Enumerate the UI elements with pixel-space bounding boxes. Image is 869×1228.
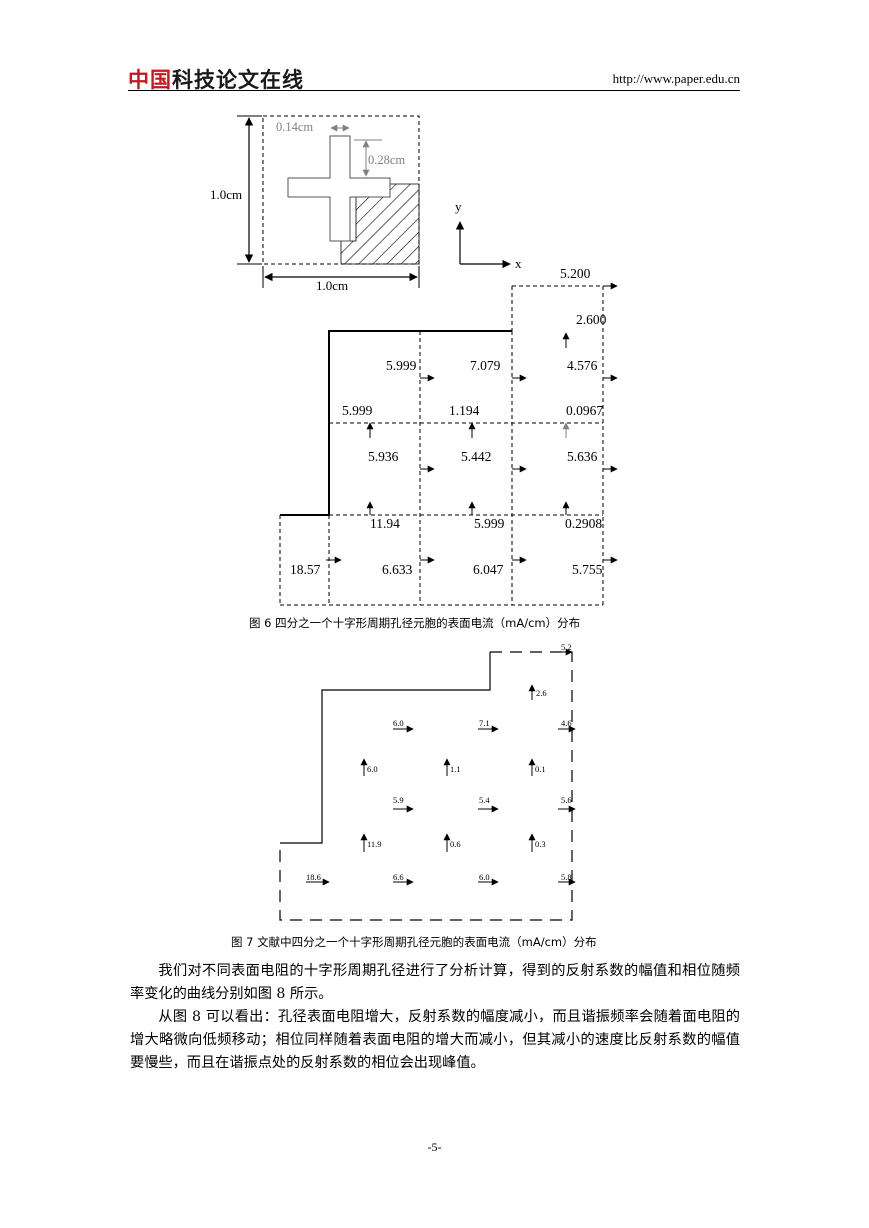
svg-text:0.0967: 0.0967	[566, 403, 603, 418]
svg-text:18.57: 18.57	[290, 562, 321, 577]
svg-text:4.6: 4.6	[561, 718, 572, 728]
body-text: 我们对不同表面电阻的十字形周期孔径进行了分析计算，得到的反射系数的幅值和相位随频…	[130, 960, 740, 1075]
svg-text:5.636: 5.636	[567, 449, 598, 464]
svg-text:5.4: 5.4	[479, 795, 490, 805]
svg-text:6.047: 6.047	[473, 562, 504, 577]
svg-text:11.94: 11.94	[370, 516, 400, 531]
journal-logo: 中国科技论文在线	[128, 68, 304, 92]
svg-text:6.633: 6.633	[382, 562, 413, 577]
svg-text:2.6: 2.6	[536, 688, 547, 698]
svg-text:5.999: 5.999	[474, 516, 505, 531]
unit-cell-diagram: 0.14cm 0.28cm 1.0cm 1.0cm y x	[210, 115, 522, 293]
svg-text:1.0cm: 1.0cm	[316, 278, 348, 293]
svg-text:0.6: 0.6	[450, 839, 461, 849]
figure-area: 0.14cm 0.28cm 1.0cm 1.0cm y x	[210, 115, 618, 921]
header-url: http://www.paper.edu.cn	[612, 71, 740, 86]
svg-text:7.079: 7.079	[470, 358, 501, 373]
svg-text:5.999: 5.999	[342, 403, 373, 418]
svg-text:6.0: 6.0	[479, 872, 490, 882]
page-header: 中国科技论文在线 http://www.paper.edu.cn	[128, 62, 740, 92]
svg-text:6.6: 6.6	[393, 872, 404, 882]
svg-text:1.194: 1.194	[449, 403, 480, 418]
svg-text:7.1: 7.1	[479, 718, 490, 728]
svg-text:1.1: 1.1	[450, 764, 461, 774]
svg-text:4.576: 4.576	[567, 358, 598, 373]
svg-text:5.2: 5.2	[561, 642, 572, 652]
svg-text:5.936: 5.936	[368, 449, 399, 464]
svg-text:5.9: 5.9	[393, 795, 404, 805]
svg-text:18.6: 18.6	[306, 872, 321, 882]
svg-text:0.1: 0.1	[535, 764, 546, 774]
svg-text:0.14cm: 0.14cm	[276, 120, 313, 134]
paragraph-1: 我们对不同表面电阻的十字形周期孔径进行了分析计算，得到的反射系数的幅值和相位随频…	[130, 963, 740, 1002]
svg-text:11.9: 11.9	[367, 839, 382, 849]
svg-text:5.755: 5.755	[572, 562, 603, 577]
figure-6-current-distribution: 5.200 2.600 5.999 7.079 4.576 5.999 1.19…	[279, 266, 618, 606]
figure-7-reference-distribution: 5.2 2.6 6.0 7.1 4.6 6.0 1.1 0.1 5.9 5.4 …	[279, 642, 576, 921]
svg-text:5.999: 5.999	[386, 358, 417, 373]
svg-text:0.28cm: 0.28cm	[368, 153, 405, 167]
svg-text:5.442: 5.442	[461, 449, 491, 464]
figure-7-caption: 图 7 文献中四分之一个十字形周期孔径元胞的表面电流（mA/cm）分布	[231, 935, 597, 949]
svg-text:5.8: 5.8	[561, 872, 572, 882]
svg-text:5.6: 5.6	[561, 795, 572, 805]
svg-text:x: x	[515, 256, 522, 271]
svg-text:5.200: 5.200	[560, 266, 591, 281]
svg-text:0.3: 0.3	[535, 839, 546, 849]
svg-text:6.0: 6.0	[367, 764, 378, 774]
svg-text:1.0cm: 1.0cm	[210, 187, 242, 202]
svg-text:6.0: 6.0	[393, 718, 404, 728]
paragraph-2: 从图 8 可以看出：孔径表面电阻增大，反射系数的幅度减小，而且谐振频率会随着面电…	[130, 1009, 740, 1071]
page-number: -5-	[427, 1140, 442, 1154]
svg-text:0.2908: 0.2908	[565, 516, 602, 531]
svg-text:y: y	[455, 199, 462, 214]
svg-text:2.600: 2.600	[576, 312, 607, 327]
figure-6-caption: 图 6 四分之一个十字形周期孔径元胞的表面电流（mA/cm）分布	[249, 616, 581, 630]
